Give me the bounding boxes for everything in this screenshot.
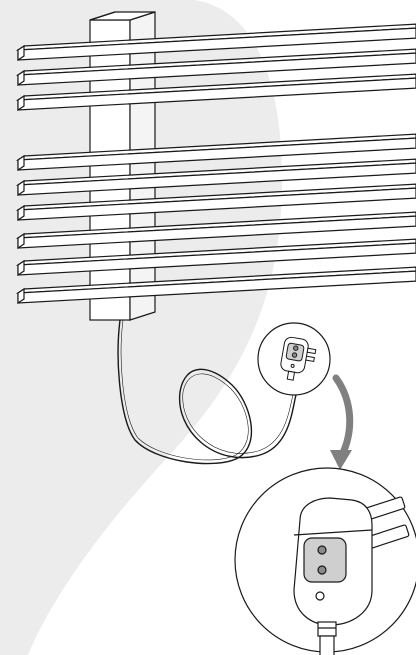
radiator-bar (15, 238, 416, 277)
post-side-face (129, 11, 156, 321)
radiator-bar (15, 158, 416, 197)
bar-end-cap (17, 259, 25, 277)
bar-end-cap (17, 154, 25, 172)
power-cable-inner (120, 319, 294, 461)
small-plug (280, 336, 317, 381)
zoom-arrow (330, 374, 354, 470)
plug-callout-small (257, 322, 331, 396)
bar-end-cap (17, 179, 25, 197)
horizontal-bars (15, 23, 416, 305)
radiator-bar (15, 133, 416, 172)
radiator-bar (15, 183, 416, 222)
large-plug (293, 496, 410, 655)
radiator-bar (15, 48, 416, 87)
bar-end-cap (17, 94, 25, 112)
radiator-bar (15, 211, 416, 250)
post-top-edge (89, 11, 116, 21)
plug-callout-large (234, 467, 416, 655)
power-cable (117, 319, 297, 465)
radiator-bar (15, 266, 416, 305)
bar-end-cap (17, 287, 25, 305)
bar-end-cap (17, 69, 25, 87)
radiator-bar (15, 73, 416, 112)
zoom-arrow-head (330, 450, 352, 470)
bar-end-cap (17, 44, 25, 62)
bar-end-cap (17, 204, 25, 222)
bar-end-cap (17, 232, 25, 250)
zoom-arrow-body (332, 374, 354, 459)
radiator-bar (15, 23, 416, 62)
